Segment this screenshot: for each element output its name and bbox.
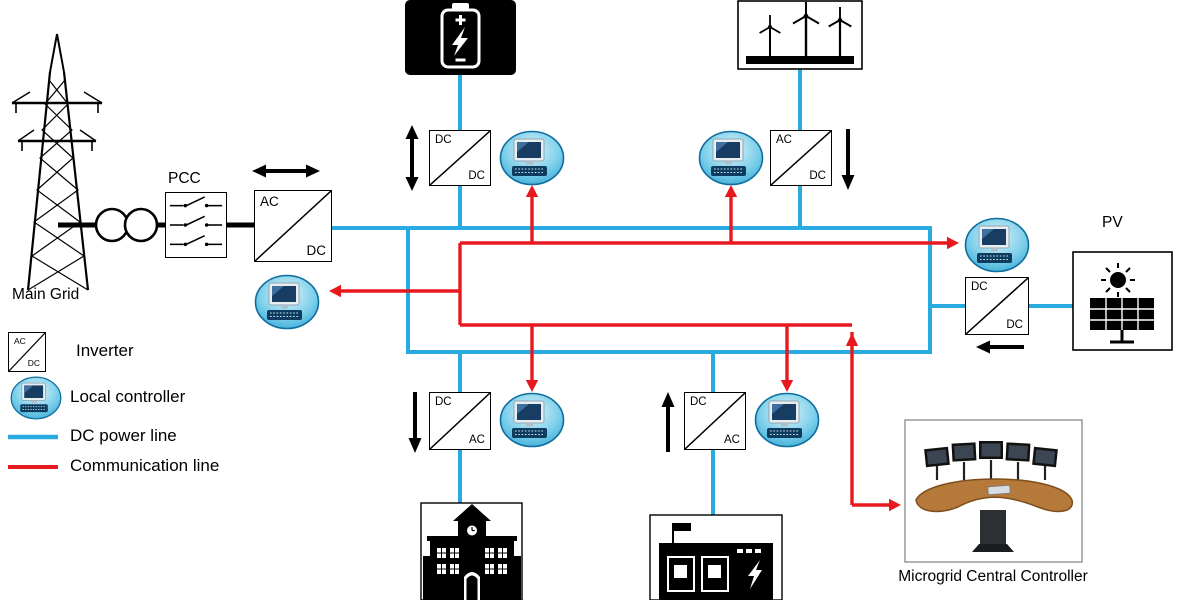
local-controller-icon	[499, 130, 565, 186]
legend-local-controller-label: Local controller	[70, 387, 186, 406]
converter-bottom-label: DC	[306, 243, 327, 258]
diagonal-line	[255, 191, 331, 261]
local-controller-icon	[964, 217, 1030, 273]
pv-label: PV	[1102, 214, 1123, 231]
legend-communication-line-label: Communication line	[70, 456, 220, 475]
converter-top-label: AC	[776, 134, 792, 146]
converter-top-label: DC	[435, 134, 452, 146]
legend-inverter-label: Inverter	[76, 341, 134, 360]
converter-top-label: DC	[971, 281, 988, 293]
converter-bottom-label: DC	[809, 170, 826, 182]
transmission-tower-icon	[11, 33, 103, 291]
local-controller-icon	[698, 130, 764, 186]
local-controller-icon	[754, 392, 820, 448]
legend-inverter-icon: AC DC	[8, 332, 46, 372]
local-controller-icon	[254, 274, 320, 330]
power-flow-arrows	[252, 125, 1024, 453]
transformer-icon	[94, 207, 159, 243]
central-controller-icon	[904, 419, 1083, 563]
diagonal-line	[9, 333, 45, 371]
diagonal-line	[966, 278, 1028, 334]
converter-main-inverter: AC DC	[254, 190, 332, 262]
diagonal-line	[771, 131, 831, 185]
converter-bottom-label: AC	[469, 434, 485, 446]
pcc-label: PCC	[168, 170, 201, 187]
diagonal-line	[430, 131, 490, 185]
building-load-icon	[420, 502, 523, 600]
battery-storage-icon	[405, 0, 516, 75]
converter-top-label: AC	[260, 194, 279, 209]
converter-battery-dcdc: DC DC	[429, 130, 491, 186]
industrial-load-icon	[649, 514, 783, 600]
pcc-switchgear-icon	[165, 192, 227, 258]
legend-dc-power-line-label: DC power line	[70, 426, 177, 445]
converter-wind-acdc: AC DC	[770, 130, 832, 186]
converter-top-label: AC	[14, 336, 26, 346]
communication-lines	[329, 185, 959, 512]
pv-panel-icon	[1072, 251, 1173, 351]
diagonal-line	[685, 393, 745, 449]
wind-turbines-icon	[737, 0, 863, 70]
converter-industry-dcac: DC AC	[684, 392, 746, 450]
legend-local-controller-icon	[10, 376, 62, 420]
converter-bottom-label: DC	[1006, 319, 1023, 331]
converter-top-label: DC	[435, 396, 452, 408]
converter-bottom-label: AC	[724, 434, 740, 446]
main-grid-label: Main Grid	[12, 286, 80, 303]
diagonal-line	[430, 393, 490, 449]
converter-bottom-label: DC	[27, 358, 40, 368]
converter-pv-dcdc: DC DC	[965, 277, 1029, 335]
local-controller-icon	[499, 392, 565, 448]
converter-bottom-label: DC	[468, 170, 485, 182]
converter-building-dcac: DC AC	[429, 392, 491, 450]
central-controller-label: Microgrid Central Controller	[898, 568, 1088, 585]
converter-top-label: DC	[690, 396, 707, 408]
